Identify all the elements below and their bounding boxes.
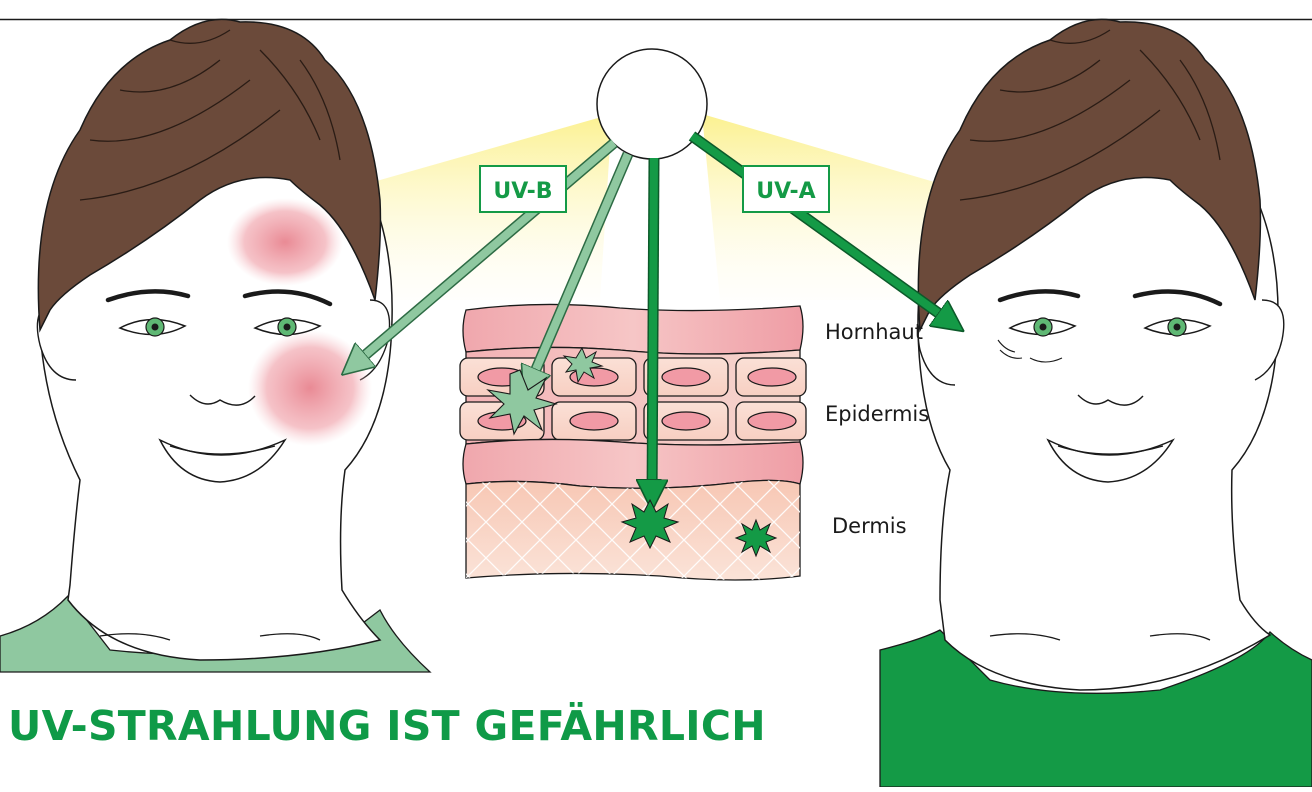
page-title: UV-STRAHLUNG IST GEFÄHRLICH xyxy=(8,702,766,750)
left-pupil-l xyxy=(152,324,159,331)
label-dermis: Dermis xyxy=(832,514,907,538)
right-pupil-l xyxy=(1040,324,1047,331)
hornhaut-layer xyxy=(463,304,803,354)
left-burn-cheek xyxy=(248,330,372,446)
face-left xyxy=(0,19,430,672)
left-pupil-r xyxy=(284,324,291,331)
label-hornhaut: Hornhaut xyxy=(825,320,923,344)
left-burn-forehead xyxy=(227,198,343,286)
uva-label: UV-A xyxy=(756,179,815,204)
face-right xyxy=(880,19,1312,787)
uva-ray-skin xyxy=(652,158,654,500)
label-epidermis: Epidermis xyxy=(825,402,929,426)
uvb-label: UV-B xyxy=(493,179,552,204)
right-pupil-r xyxy=(1174,324,1181,331)
